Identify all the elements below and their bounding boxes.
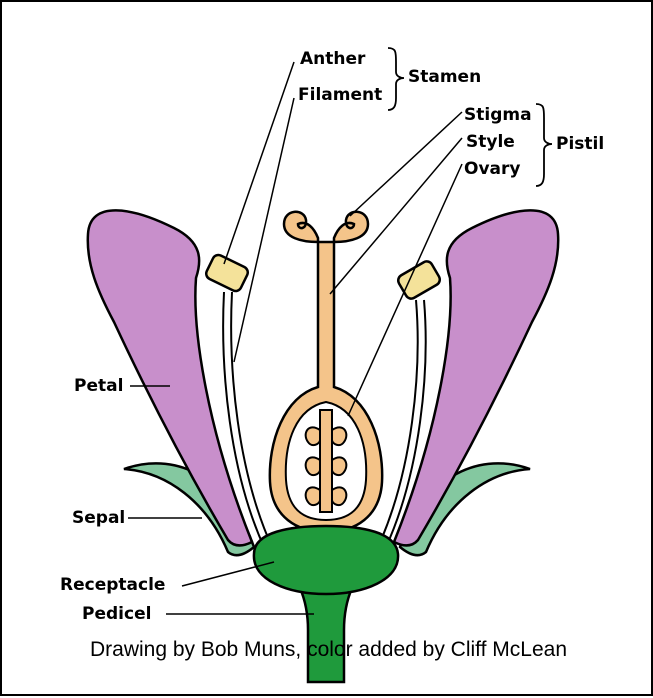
stamen-bracket	[388, 48, 404, 110]
label-ovary: Ovary	[464, 159, 520, 179]
label-stigma: Stigma	[464, 105, 532, 125]
credit-caption: Drawing by Bob Muns, color added by Clif…	[2, 638, 653, 662]
label-filament: Filament	[298, 85, 382, 105]
label-petal: Petal	[74, 376, 123, 396]
label-anther: Anther	[300, 49, 366, 69]
label-pedicel: Pedicel	[82, 604, 151, 624]
label-stamen: Stamen	[408, 67, 481, 87]
label-sepal: Sepal	[72, 508, 125, 528]
label-receptacle: Receptacle	[60, 575, 165, 595]
pedicel	[300, 588, 352, 682]
ovary-placenta	[320, 410, 332, 512]
label-pistil: Pistil	[556, 134, 604, 154]
anther-left	[204, 253, 250, 293]
pistil-bracket	[536, 104, 552, 186]
label-style: Style	[466, 132, 515, 152]
receptacle	[254, 526, 398, 594]
